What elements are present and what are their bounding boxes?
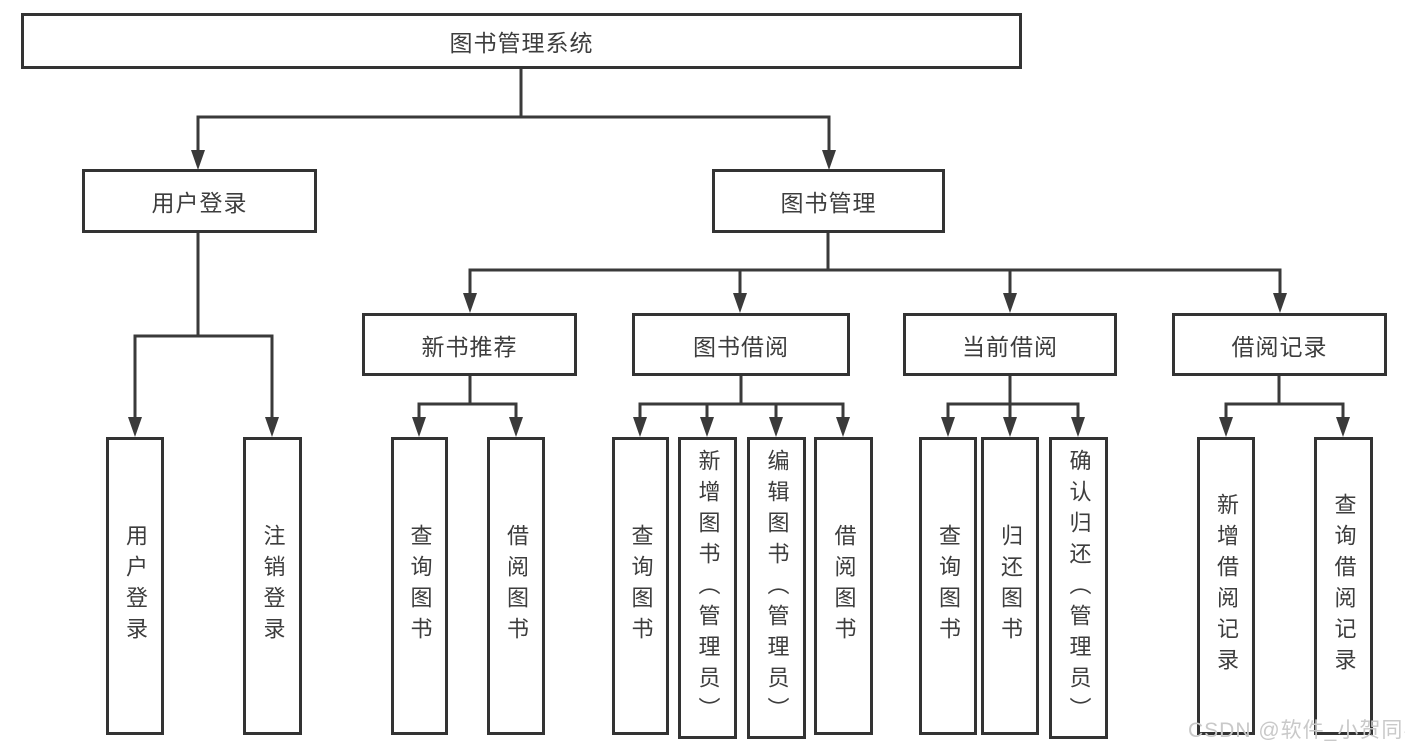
arrow-down-icon xyxy=(509,417,523,437)
arrow-down-icon xyxy=(265,417,279,437)
node-query-books-2: 查询图书 xyxy=(612,437,669,735)
node-query-books-3: 查询图书 xyxy=(919,437,977,735)
arrow-down-icon xyxy=(1273,293,1287,313)
arrow-down-icon xyxy=(412,417,426,437)
node-label: 借阅图书 xyxy=(504,524,529,648)
node-label: 查询图书 xyxy=(936,524,961,648)
node-label: 确认归还（管理员） xyxy=(1066,448,1092,728)
node-edit-books-admin: 编辑图书（管理员） xyxy=(747,437,806,739)
node-current-borrowing: 当前借阅 xyxy=(903,313,1117,376)
node-book-management: 图书管理 xyxy=(712,169,945,233)
node-label: 用户登录 xyxy=(123,524,148,648)
node-label: 归还图书 xyxy=(998,524,1023,648)
node-add-borrow-record: 新增借阅记录 xyxy=(1197,437,1255,735)
arrow-down-icon xyxy=(1071,417,1085,437)
node-label: 用户登录 xyxy=(151,190,248,216)
arrow-down-icon xyxy=(836,417,850,437)
node-query-borrow-record: 查询借阅记录 xyxy=(1314,437,1373,735)
node-label: 借阅记录 xyxy=(1231,333,1328,360)
node-label: 新增借阅记录 xyxy=(1214,493,1239,679)
csdn-watermark: CSDN @软件_小贺同学 xyxy=(1188,719,1405,742)
node-label: 查询图书 xyxy=(628,524,654,648)
node-library-management-system: 图书管理系统 xyxy=(21,13,1022,69)
arrow-down-icon xyxy=(1219,417,1233,437)
node-label: 新增图书（管理员） xyxy=(695,448,721,728)
node-label: 图书借阅 xyxy=(693,333,789,360)
node-borrow-books-2: 借阅图书 xyxy=(814,437,873,735)
node-query-books-1: 查询图书 xyxy=(391,437,448,735)
arrow-down-icon xyxy=(769,417,783,437)
node-book-borrowing: 图书借阅 xyxy=(632,313,850,376)
node-label: 当前借阅 xyxy=(962,333,1058,360)
node-logout: 注销登录 xyxy=(243,437,302,735)
arrow-down-icon xyxy=(633,417,647,437)
node-label: 查询借阅记录 xyxy=(1331,493,1357,679)
arrow-down-icon xyxy=(1003,293,1017,313)
node-borrowing-records: 借阅记录 xyxy=(1172,313,1387,376)
arrow-down-icon xyxy=(191,150,205,170)
arrow-down-icon xyxy=(700,417,714,437)
node-confirm-return-admin: 确认归还（管理员） xyxy=(1049,437,1108,739)
node-label: 新书推荐 xyxy=(421,333,518,360)
node-label: 注销登录 xyxy=(260,524,286,648)
node-new-book-recommendation: 新书推荐 xyxy=(362,313,577,376)
node-add-books-admin: 新增图书（管理员） xyxy=(678,437,737,739)
arrow-down-icon xyxy=(941,417,955,437)
arrow-down-icon xyxy=(1336,417,1350,437)
node-label: 图书管理 xyxy=(780,190,877,216)
node-label: 查询图书 xyxy=(407,524,433,648)
node-borrow-books-1: 借阅图书 xyxy=(487,437,545,735)
node-user-login: 用户登录 xyxy=(82,169,317,233)
node-label: 借阅图书 xyxy=(831,524,857,648)
arrow-down-icon xyxy=(1003,417,1017,437)
node-label: 编辑图书（管理员） xyxy=(764,448,790,728)
arrow-down-icon xyxy=(822,150,836,170)
arrow-down-icon xyxy=(128,417,142,437)
arrow-down-icon xyxy=(463,293,477,313)
node-return-books: 归还图书 xyxy=(981,437,1039,735)
node-user-login-leaf: 用户登录 xyxy=(106,437,164,735)
arrow-down-icon xyxy=(733,293,747,313)
node-label: 图书管理系统 xyxy=(449,30,594,56)
